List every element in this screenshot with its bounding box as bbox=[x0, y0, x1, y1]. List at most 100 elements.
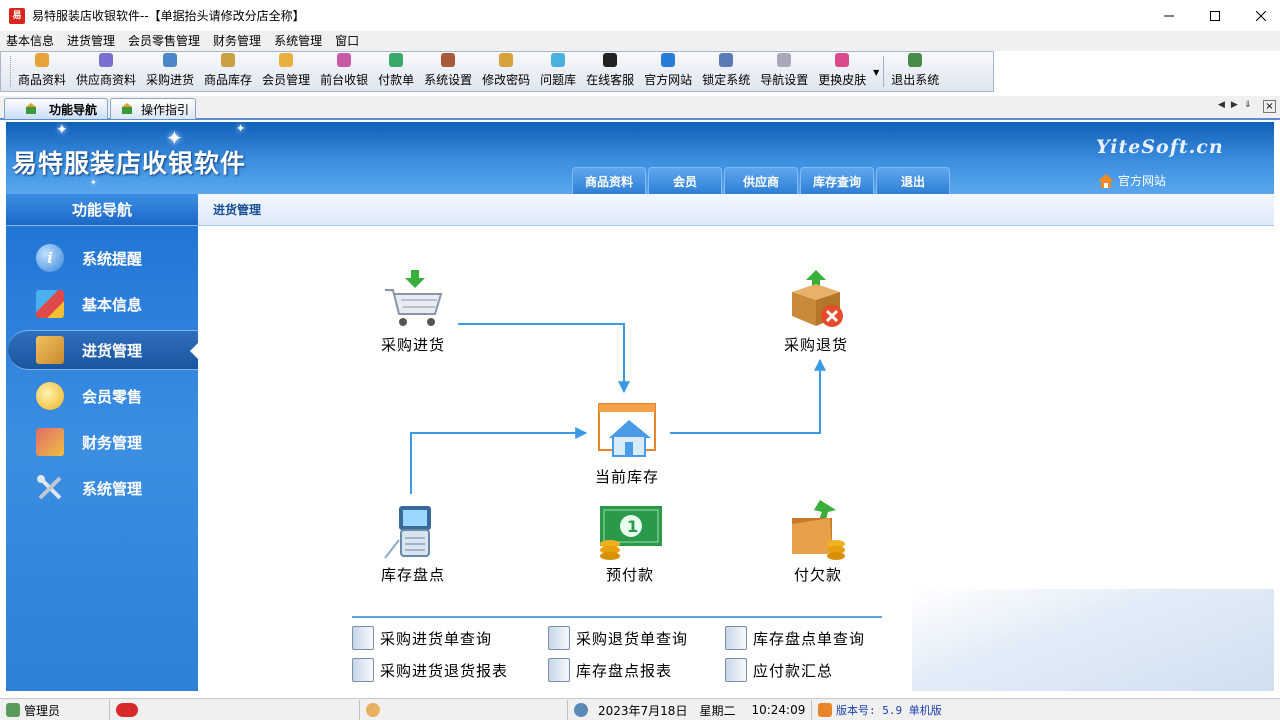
status-avatar bbox=[360, 700, 568, 720]
toolbar-supplier-button[interactable]: 供应商资料 bbox=[71, 52, 141, 91]
flow-node-payable[interactable]: 付欠款 bbox=[786, 500, 850, 585]
tab-function-nav[interactable]: 功能导航 bbox=[4, 98, 108, 119]
active-indicator bbox=[190, 343, 198, 359]
toolbar: 商品资料 供应商资料 采购进货 商品库存 会员管理 前台收银 付款单 系统设置 … bbox=[0, 51, 994, 92]
toolbar-online-service-button[interactable]: 在线客服 bbox=[581, 52, 639, 91]
skin-dropdown-arrow[interactable]: ▼ bbox=[871, 52, 881, 91]
flow-node-stock-check[interactable]: 库存盘点 bbox=[381, 500, 445, 585]
banner-tab-member[interactable]: 会员 bbox=[648, 167, 722, 194]
tab-prev-icon[interactable]: ◀ bbox=[1218, 100, 1225, 110]
sidebar-item-finance[interactable]: 财务管理 bbox=[6, 422, 198, 462]
minimize-button[interactable] bbox=[1146, 0, 1192, 31]
tab-operation-guide[interactable]: 操作指引 bbox=[110, 98, 196, 119]
flow-node-current-stock[interactable]: 当前库存 bbox=[595, 402, 659, 487]
report-search-icon bbox=[725, 658, 747, 682]
tab-strip: 功能导航 操作指引 ◀ ▶ ⇓ × bbox=[0, 96, 1280, 120]
toolbar-exit-button[interactable]: 退出系统 bbox=[886, 52, 944, 91]
chat-icon bbox=[36, 382, 64, 410]
box-icon bbox=[36, 336, 64, 364]
question-icon bbox=[551, 53, 566, 67]
sidebar-header: 功能导航 bbox=[6, 194, 198, 226]
node-label: 付欠款 bbox=[793, 566, 842, 584]
toolbar-website-button[interactable]: 官方网站 bbox=[639, 52, 697, 91]
sparkle-decoration: ✦ bbox=[90, 178, 97, 187]
chevron-down-icon: ▼ bbox=[873, 68, 880, 77]
sidebar-item-basic-info[interactable]: 基本信息 bbox=[6, 284, 198, 324]
window-title: 易特服装店收银软件--【单据抬头请修改分店全称】 bbox=[32, 9, 305, 23]
report-payable-summary[interactable]: 应付款汇总 bbox=[725, 658, 833, 682]
sidebar-item-purchase[interactable]: 进货管理 bbox=[8, 330, 198, 370]
toolbar-faq-button[interactable]: 问题库 bbox=[535, 52, 581, 91]
toolbar-skin-button[interactable]: 更换皮肤 bbox=[813, 52, 871, 91]
sidebar-item-system-admin[interactable]: 系统管理 bbox=[6, 468, 198, 508]
close-button[interactable] bbox=[1238, 0, 1280, 31]
toolbar-member-button[interactable]: 会员管理 bbox=[257, 52, 315, 91]
maximize-button[interactable] bbox=[1192, 0, 1238, 31]
report-return-order-query[interactable]: 采购退货单查询 bbox=[548, 626, 688, 650]
toolbar-separator bbox=[883, 56, 885, 87]
banner-tab-products[interactable]: 商品资料 bbox=[572, 167, 646, 194]
node-label: 采购退货 bbox=[784, 336, 849, 354]
menu-member-retail[interactable]: 会员零售管理 bbox=[128, 34, 201, 48]
tab-list-icon[interactable]: ⇓ bbox=[1243, 100, 1252, 110]
report-stock-check-query[interactable]: 库存盘点单查询 bbox=[725, 626, 865, 650]
toolbar-settings-button[interactable]: 系统设置 bbox=[419, 52, 477, 91]
toolbar-lock-button[interactable]: 锁定系统 bbox=[697, 52, 755, 91]
document-icon bbox=[548, 626, 570, 650]
report-purchase-order-query[interactable]: 采购进货单查询 bbox=[352, 626, 492, 650]
banner-tab-supplier[interactable]: 供应商 bbox=[724, 167, 798, 194]
flow-node-purchase-in[interactable]: 采购进货 bbox=[381, 270, 445, 355]
menu-window[interactable]: 窗口 bbox=[335, 34, 360, 48]
toolbar-product-button[interactable]: 商品资料 bbox=[13, 52, 71, 91]
menu-system[interactable]: 系统管理 bbox=[274, 34, 323, 48]
toolbar-cashier-button[interactable]: 前台收银 bbox=[315, 52, 373, 91]
banner: ✦ ✦ ✦ ✦ 易特服装店收银软件 YiteSoft.cn 商品资料 会员 供应… bbox=[6, 122, 1274, 194]
banner-title: 易特服装店收银软件 bbox=[12, 149, 247, 178]
flow-node-purchase-return[interactable]: 采购退货 bbox=[784, 270, 848, 355]
banner-tab-exit[interactable]: 退出 bbox=[876, 167, 950, 194]
users-icon bbox=[6, 703, 20, 717]
sidebar: 功能导航 i 系统提醒 基本信息 进货管理 会员零售 财务管理 系统管理 bbox=[6, 194, 198, 691]
tab-next-icon[interactable]: ▶ bbox=[1230, 100, 1238, 110]
tools-icon bbox=[37, 475, 62, 500]
toolbar-password-button[interactable]: 修改密码 bbox=[477, 52, 535, 91]
report-purchase-return-report[interactable]: 采购进货退货报表 bbox=[352, 658, 508, 682]
reports-divider bbox=[352, 616, 882, 618]
official-site-link[interactable]: 官方网站 bbox=[1098, 172, 1166, 189]
flow-node-prepayment[interactable]: 1 预付款 bbox=[598, 500, 662, 585]
money-icon: 1 bbox=[600, 506, 662, 560]
document-icon bbox=[725, 626, 747, 650]
cashier-icon bbox=[337, 53, 352, 67]
purchase-icon bbox=[163, 53, 178, 67]
close-icon bbox=[1256, 10, 1266, 21]
banner-tab-stock-query[interactable]: 库存查询 bbox=[800, 167, 874, 194]
toolbar-payment-button[interactable]: 付款单 bbox=[373, 52, 419, 91]
nav-settings-icon bbox=[777, 53, 792, 67]
sidebar-item-system-reminder[interactable]: i 系统提醒 bbox=[6, 238, 198, 278]
home-icon bbox=[818, 703, 832, 717]
menu-basic-info[interactable]: 基本信息 bbox=[6, 34, 55, 48]
toolbar-purchase-button[interactable]: 采购进货 bbox=[141, 52, 199, 91]
tab-scroll-controls: ◀ ▶ ⇓ bbox=[1218, 100, 1251, 110]
inventory-icon bbox=[221, 53, 236, 67]
status-vip bbox=[110, 700, 360, 720]
toolbar-grip[interactable] bbox=[3, 56, 11, 87]
password-icon bbox=[499, 53, 514, 67]
status-bar: 管理员 2023年7月18日 星期二 10:24:09 版本号: 5.9 单机版 bbox=[0, 698, 1280, 720]
svg-text:1: 1 bbox=[627, 517, 638, 536]
tab-close-button[interactable]: × bbox=[1263, 100, 1276, 113]
payable-folder-icon bbox=[792, 500, 845, 560]
report-stock-check-report[interactable]: 库存盘点报表 bbox=[548, 658, 672, 682]
sidebar-item-member-retail[interactable]: 会员零售 bbox=[6, 376, 198, 416]
sparkle-decoration: ✦ bbox=[166, 126, 183, 150]
product-icon bbox=[35, 53, 49, 67]
menu-finance[interactable]: 财务管理 bbox=[213, 34, 262, 48]
toolbar-inventory-button[interactable]: 商品库存 bbox=[199, 52, 257, 91]
app-icon: 易 bbox=[9, 7, 25, 24]
vip-icon bbox=[116, 703, 138, 717]
document-icon bbox=[352, 626, 374, 650]
node-label: 采购进货 bbox=[381, 336, 446, 354]
toolbar-nav-settings-button[interactable]: 导航设置 bbox=[755, 52, 813, 91]
menu-purchase[interactable]: 进货管理 bbox=[67, 34, 116, 48]
warehouse-icon bbox=[598, 403, 656, 457]
